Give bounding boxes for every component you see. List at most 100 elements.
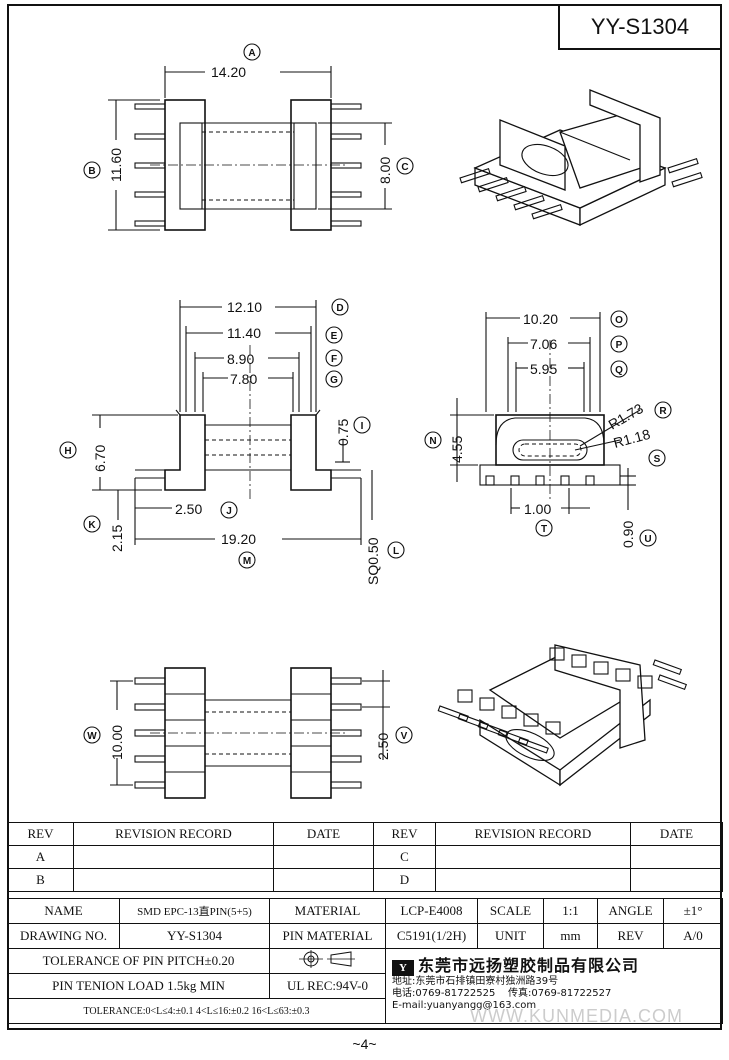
callout-T: T bbox=[535, 519, 553, 537]
front-view: 12.10 11.40 8.90 7.80 6.70 0.75 2.50 2.1… bbox=[92, 299, 381, 585]
svg-text:D: D bbox=[336, 303, 343, 314]
dim-N-value: 4.55 bbox=[449, 436, 465, 463]
angle-value: ±1° bbox=[663, 898, 723, 924]
pin-material-label: PIN MATERIAL bbox=[269, 923, 386, 949]
rev-cell: A bbox=[7, 845, 74, 869]
svg-text:O: O bbox=[615, 315, 623, 326]
bottom-view-pins bbox=[134, 677, 362, 789]
title-block: NAME SMD EPC-13直PIN(5+5) MATERIAL LCP-E4… bbox=[7, 898, 723, 1024]
revision-table-header: REV REVISION RECORD DATE REV REVISION RE… bbox=[7, 822, 723, 846]
revision-record-cell bbox=[73, 845, 274, 869]
dim-I-value: 0.75 bbox=[335, 419, 351, 446]
company-phone-fax: 电话:0769-81722525 传真:0769-81722527 bbox=[392, 988, 722, 1000]
iso-top-pins bbox=[459, 158, 703, 220]
callout-J: J bbox=[220, 501, 238, 519]
callout-A: A bbox=[243, 43, 261, 61]
revision-record-cell bbox=[435, 868, 631, 892]
svg-text:L: L bbox=[393, 546, 399, 557]
svg-text:B: B bbox=[88, 166, 95, 177]
pin-load: PIN TENION LOAD 1.5kg MIN bbox=[7, 973, 270, 999]
callout-S: S bbox=[648, 449, 666, 467]
dim-C-value: 8.00 bbox=[377, 157, 393, 184]
svg-text:F: F bbox=[331, 354, 337, 365]
callout-I: I bbox=[353, 416, 371, 434]
angle-label: ANGLE bbox=[597, 898, 664, 924]
company-fax: 传真:0769-81722527 bbox=[508, 988, 612, 1000]
dim-V-value: 2.50 bbox=[375, 733, 391, 760]
projection-symbol-icon bbox=[298, 950, 355, 968]
dim-B-value: 11.60 bbox=[108, 148, 124, 182]
callout-D: D bbox=[331, 298, 349, 316]
dim-A-value: 14.20 bbox=[211, 64, 246, 80]
iso-bottom-pins bbox=[437, 647, 688, 754]
svg-text:J: J bbox=[226, 506, 232, 517]
revision-record-cell bbox=[435, 845, 631, 869]
dim-T-value: 1.00 bbox=[524, 501, 551, 517]
svg-text:S: S bbox=[654, 454, 661, 465]
unit-label: UNIT bbox=[477, 923, 544, 949]
part-number-box: YY-S1304 bbox=[558, 6, 720, 50]
callout-N: N bbox=[424, 431, 442, 449]
dim-O-value: 10.20 bbox=[523, 311, 558, 327]
date-cell bbox=[273, 868, 374, 892]
rev-header: REV bbox=[373, 822, 436, 846]
callout-B: B bbox=[83, 161, 101, 179]
drawing-no-label: DRAWING NO. bbox=[7, 923, 120, 949]
dim-L-value: SQ0.50 bbox=[365, 537, 381, 585]
svg-text:H: H bbox=[64, 446, 71, 457]
svg-text:R: R bbox=[659, 406, 667, 417]
dim-F-value: 8.90 bbox=[227, 351, 254, 367]
watermark: WWW.KUNMEDIA.COM bbox=[470, 1006, 683, 1026]
bottom-view: 10.00 2.50 bbox=[109, 667, 391, 799]
info-row-tolerance: TOLERANCE:0<L≤4:±0.1 4<L≤16:±0.2 16<L≤63… bbox=[7, 998, 723, 1024]
svg-text:N: N bbox=[429, 436, 436, 447]
revision-record-header: REVISION RECORD bbox=[73, 822, 274, 846]
dim-G-value: 7.80 bbox=[230, 371, 257, 387]
callout-M: M bbox=[238, 551, 256, 569]
scale-value: 1:1 bbox=[543, 898, 598, 924]
callout-F: F bbox=[325, 349, 343, 367]
rev-cell: C bbox=[373, 845, 436, 869]
callout-C: C bbox=[396, 157, 414, 175]
svg-text:A: A bbox=[248, 48, 255, 59]
rev-label: REV bbox=[597, 923, 664, 949]
company-phone: 电话:0769-81722525 bbox=[392, 988, 496, 1000]
callout-V: V bbox=[395, 726, 413, 744]
company-email: E-mail:yuanyangg@163.com bbox=[392, 1000, 537, 1012]
callout-L: L bbox=[387, 541, 405, 559]
name-value: SMD EPC-13直PIN(5+5) bbox=[119, 898, 270, 924]
callout-U: U bbox=[639, 529, 657, 547]
callout-E: E bbox=[325, 326, 343, 344]
svg-text:T: T bbox=[541, 524, 547, 535]
dim-Q-value: 5.95 bbox=[530, 361, 557, 377]
drawing-no-value: YY-S1304 bbox=[119, 923, 270, 949]
table-row: B D bbox=[7, 868, 723, 892]
callout-O: O bbox=[610, 310, 628, 328]
dim-W-value: 10.00 bbox=[109, 725, 125, 760]
callout-R: R bbox=[654, 401, 672, 419]
dim-K-value: 2.15 bbox=[109, 525, 125, 552]
material-label: MATERIAL bbox=[269, 898, 386, 924]
dim-E-value: 11.40 bbox=[227, 325, 261, 341]
dim-H-value: 6.70 bbox=[92, 445, 108, 472]
pin-material-value: C5191(1/2H) bbox=[385, 923, 478, 949]
svg-text:C: C bbox=[401, 162, 408, 173]
name-label: NAME bbox=[7, 898, 120, 924]
callout-H: H bbox=[59, 441, 77, 459]
technical-drawing: 14.20 11.60 8.00 bbox=[59, 43, 703, 799]
rev-header: REV bbox=[7, 822, 74, 846]
svg-text:E: E bbox=[331, 331, 338, 342]
svg-text:K: K bbox=[88, 520, 96, 531]
rev-cell: D bbox=[373, 868, 436, 892]
callout-W: W bbox=[83, 726, 101, 744]
isometric-view-bottom bbox=[437, 644, 688, 787]
top-view-pins-left bbox=[134, 103, 166, 227]
material-value: LCP-E4008 bbox=[385, 898, 478, 924]
info-row-name: NAME SMD EPC-13直PIN(5+5) MATERIAL LCP-E4… bbox=[7, 898, 723, 924]
isometric-view-top bbox=[459, 89, 703, 227]
date-header: DATE bbox=[273, 822, 374, 846]
ul-rec: UL REC:94V-0 bbox=[269, 973, 386, 999]
callout-G: G bbox=[325, 370, 343, 388]
svg-text:I: I bbox=[361, 421, 364, 432]
